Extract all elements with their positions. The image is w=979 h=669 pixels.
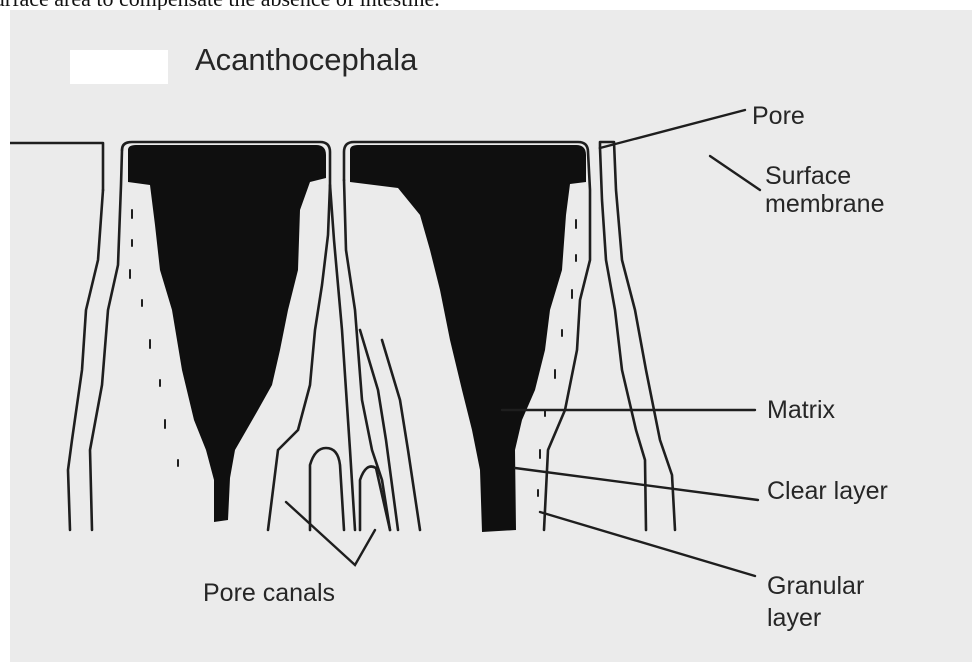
acanthocephala-tegument-figure: Acanthocephala Pore Surface membrane Mat… [10,10,972,662]
clear-layer-leader [515,468,758,500]
right-matrix [350,145,586,532]
label-clear-layer: Clear layer [767,477,888,505]
label-surface: Surface [765,162,851,190]
pore-canal-tube-3 [360,330,398,530]
granular-layer-leader [540,512,755,576]
label-layer: layer [767,604,821,632]
left-matrix [128,145,326,522]
left-canal-inner-wall [90,150,122,530]
label-granular: Granular [767,572,864,600]
surface-membrane-leader [710,156,760,190]
pore-canals-leader [286,502,375,565]
redaction-box [70,50,168,84]
figure-title: Acanthocephala [195,46,417,74]
pore-canal-tube-4 [382,340,420,530]
tegument-diagram [10,10,972,662]
label-membrane: membrane [765,190,885,218]
surface-line-left [10,143,103,190]
pore-canal-tube-1 [310,448,344,530]
pore-leader [600,110,745,148]
middle-gap-wall-left [330,185,355,530]
right-outer-wall [600,142,675,530]
left-outer-wall [68,190,103,530]
label-pore: Pore [752,102,805,130]
label-pore-canals: Pore canals [203,579,335,607]
label-matrix: Matrix [767,396,835,424]
